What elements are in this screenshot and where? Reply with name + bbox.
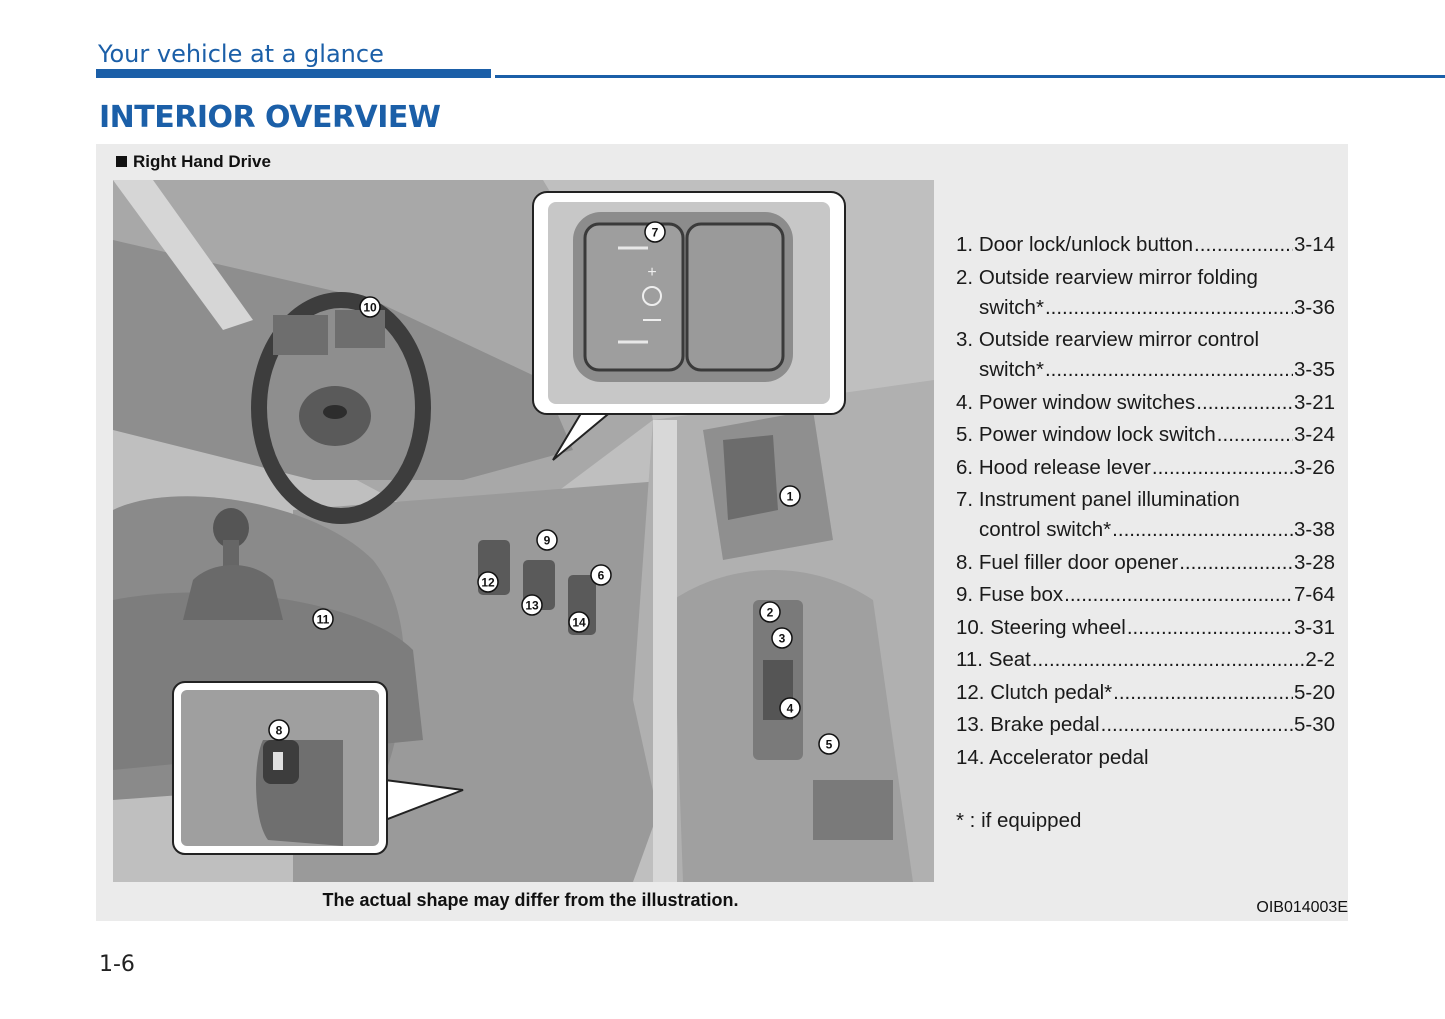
callout-2-label: 2 [767,606,774,620]
callout-8-label: 8 [276,724,283,738]
callout-7-label: 7 [652,226,659,240]
callout-9: 9 [536,529,558,551]
callout-6-label: 6 [598,569,605,583]
callout-5-label: 5 [826,738,833,752]
legend-item: 3. Outside rearview mirror control switc… [956,325,1335,385]
legend-item: 14. Accelerator pedal [956,745,1149,769]
callout-3: 3 [771,627,793,649]
callout-4: 4 [779,697,801,719]
figure-label-text: Right Hand Drive [133,152,271,171]
legend-item: 12. Clutch pedal* 5-20 [956,678,1335,708]
steering-logo [323,405,347,419]
callout-14: 14 [568,611,590,633]
air-vent-left [273,315,328,355]
gear-boot [183,565,283,620]
callout-3-label: 3 [779,632,786,646]
switch-left-button [583,222,685,372]
fuel-pump-icon [273,752,283,770]
door-frame [653,420,677,882]
page-number: 1-6 [99,952,135,977]
callout-1-label: 1 [787,490,794,504]
switch-right-button [685,222,785,372]
legend-item: 10. Steering wheel 3-31 [956,613,1335,643]
a-pillar [113,180,253,330]
square-bullet-icon [116,156,127,167]
callout-12: 12 [477,571,499,593]
callout-10: 10 [359,296,381,318]
callout-11: 11 [312,608,334,630]
legend-item: 11. Seat 2-2 [956,645,1335,675]
callout-7: 7 [644,221,666,243]
callout-14-label: 14 [572,616,586,630]
legend-item: 5. Power window lock switch 3-24 [956,420,1335,450]
callout-9-label: 9 [544,534,551,548]
interior-illustration-svg: + 1 2 3 4 5 6 7 8 9 10 11 12 13 14 [113,180,934,882]
callout-8: 8 [268,719,290,741]
legend-item: 6. Hood release lever 3-26 [956,453,1335,483]
callout-13-label: 13 [525,599,539,613]
legend-item: 2. Outside rearview mirror folding switc… [956,263,1335,323]
callout-1: 1 [779,485,801,507]
legend-note: * : if equipped [956,808,1082,832]
page-title: INTERIOR OVERVIEW [99,100,441,135]
figure-label: Right Hand Drive [116,152,271,172]
legend-item: 4. Power window switches 3-21 [956,388,1335,418]
callout-6: 6 [590,564,612,586]
legend-item: 9. Fuse box7-64 [956,580,1335,610]
callout-2: 2 [759,601,781,623]
gear-knob [213,508,249,548]
steering-wheel [251,292,431,524]
air-vent-center [335,310,385,348]
header-rule-thin [495,75,1445,78]
callout-4-label: 4 [787,702,794,716]
callout-5: 5 [818,733,840,755]
illumination-icon [642,286,662,306]
plus-icon: + [647,264,656,281]
legend-item: 1. Door lock/unlock button 3-14 [956,230,1335,260]
figure-caption: The actual shape may differ from the ill… [322,890,739,910]
legend-item: 8. Fuel filler door opener 3-28 [956,548,1335,578]
legend-item: 7. Instrument panel illumination control… [956,485,1335,545]
figure-code: OIB014003E [1256,899,1348,916]
door-handle [723,435,778,520]
legend-item: 13. Brake pedal5-30 [956,710,1335,740]
header-rule-thick [96,69,491,78]
section-header: Your vehicle at a glance [98,40,384,68]
callout-12-label: 12 [481,576,495,590]
legend-list: 1. Door lock/unlock button 3-14 2. Outsi… [956,230,1335,836]
callout-13: 13 [521,594,543,616]
interior-illustration: + 1 2 3 4 5 6 7 8 9 10 11 12 13 14 [113,180,934,882]
callout-10-label: 10 [363,301,377,315]
callout-11-label: 11 [317,613,330,627]
door-pocket [813,780,893,840]
